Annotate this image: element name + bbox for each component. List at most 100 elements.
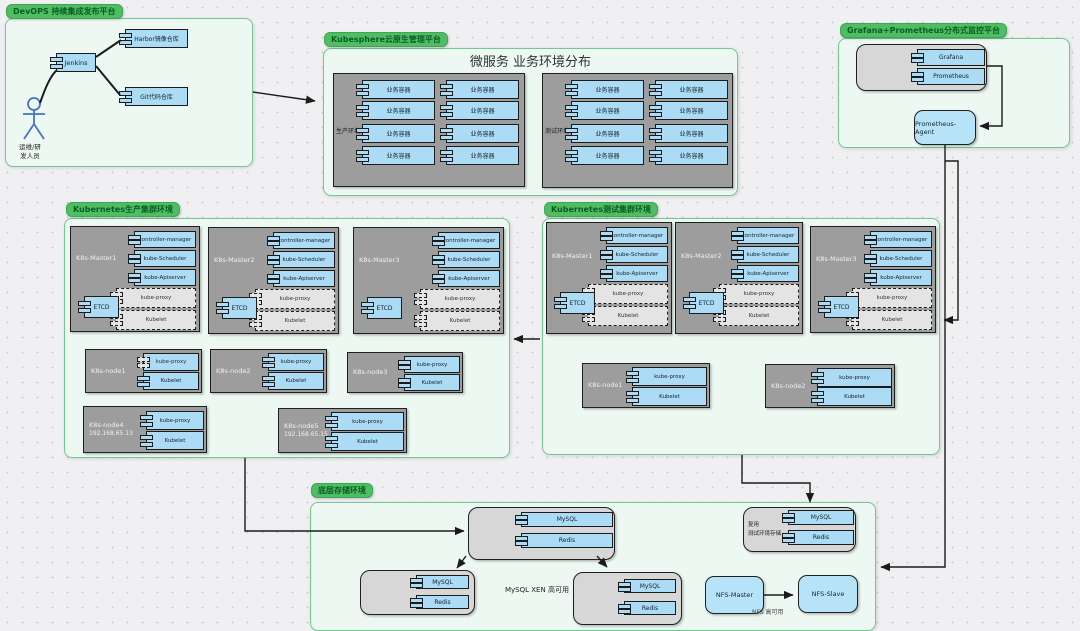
- grafana-prometheus-group[interactable]: Grafana Prometheus: [856, 44, 987, 91]
- edge-agent-testcluster[interactable]: [943, 160, 959, 325]
- kubelet-component[interactable]: Kubelet: [846, 310, 932, 330]
- kube-proxy-component[interactable]: kube-proxy: [626, 367, 707, 386]
- controller-manager-component[interactable]: controller-manager: [432, 232, 500, 249]
- kube-scheduler-component[interactable]: kube-Scheduler: [600, 246, 668, 263]
- kubelet-component[interactable]: Kubelet: [137, 372, 199, 390]
- business-container-component[interactable]: 业务容器: [565, 101, 644, 120]
- kube-apiserver-component[interactable]: kube-Apiserver: [432, 270, 500, 287]
- reuse-test-storage-group[interactable]: 复用 测试环境存储 MySQL Redis: [743, 507, 856, 552]
- kube-proxy-component[interactable]: kube-proxy: [811, 368, 892, 387]
- business-container-component[interactable]: 业务容器: [356, 80, 435, 99]
- k8s-node-box[interactable]: K8s-node2 kube-proxy Kubelet: [765, 364, 895, 408]
- k8s-node-box[interactable]: K8s-node2 kube-proxy Kubelet: [210, 349, 327, 393]
- redis-component[interactable]: Redis: [782, 530, 854, 545]
- business-container-component[interactable]: 业务容器: [565, 80, 644, 99]
- harbor-registry-component[interactable]: Harbor镜像仓库: [119, 29, 188, 48]
- kubelet-component[interactable]: Kubelet: [110, 310, 196, 330]
- mysql-component[interactable]: MySQL: [782, 510, 854, 525]
- prometheus-agent-box[interactable]: Prometheus-Agent: [914, 110, 976, 145]
- kube-proxy-component[interactable]: kube-proxy: [262, 353, 324, 371]
- etcd-component[interactable]: ETCD: [78, 296, 119, 318]
- business-container-component[interactable]: 业务容器: [565, 146, 644, 165]
- etcd-component[interactable]: ETCD: [683, 292, 724, 314]
- business-container-component[interactable]: 业务容器: [440, 101, 519, 120]
- business-container-component[interactable]: 业务容器: [649, 124, 728, 143]
- kubelet-component[interactable]: Kubelet: [414, 311, 500, 331]
- kube-proxy-component[interactable]: kube-proxy: [325, 412, 404, 431]
- kube-apiserver-component[interactable]: kube-Apiserver: [267, 270, 335, 287]
- k8s-node-box[interactable]: K8s-node1 kube-proxy Kubelet: [582, 363, 710, 408]
- kube-apiserver-component[interactable]: kube-Apiserver: [731, 265, 799, 282]
- kube-proxy-component[interactable]: kube-proxy: [137, 353, 199, 371]
- k8s-master-box[interactable]: K8s-Master3 controller-manager kube-Sche…: [810, 226, 936, 333]
- mysql-component[interactable]: MySQL: [410, 575, 469, 589]
- k8s-master-box[interactable]: K8s-Master2 controller-manager kube-Sche…: [675, 222, 803, 334]
- edge-testcluster-reuse-storage[interactable]: [741, 455, 815, 503]
- redis-component[interactable]: Redis: [410, 595, 469, 609]
- k8s-master-box[interactable]: K8s-Master1 controller-manager kube-Sche…: [546, 222, 672, 334]
- mysql-redis-replica-group[interactable]: MySQL Redis: [573, 572, 682, 625]
- controller-manager-component[interactable]: controller-manager: [128, 231, 196, 248]
- kube-proxy-component[interactable]: kube-proxy: [110, 288, 196, 308]
- kube-scheduler-component[interactable]: kube-Scheduler: [128, 250, 196, 267]
- mysql-component[interactable]: MySQL: [618, 579, 676, 593]
- kube-apiserver-component[interactable]: kube-Apiserver: [600, 265, 668, 282]
- kubelet-component[interactable]: Kubelet: [398, 374, 460, 391]
- etcd-component[interactable]: ETCD: [361, 297, 402, 319]
- kube-apiserver-component[interactable]: kube-Apiserver: [128, 269, 196, 286]
- business-container-component[interactable]: 业务容器: [649, 146, 728, 165]
- controller-manager-component[interactable]: controller-manager: [267, 232, 335, 249]
- business-container-component[interactable]: 业务容器: [356, 124, 435, 143]
- kubelet-component[interactable]: Kubelet: [262, 372, 324, 390]
- redis-component[interactable]: Redis: [515, 533, 613, 548]
- controller-manager-component[interactable]: controller-manager: [864, 231, 932, 248]
- k8s-master-box[interactable]: K8s-Master3 controller-manager kube-Sche…: [353, 227, 504, 334]
- kube-scheduler-component[interactable]: kube-Scheduler: [267, 251, 335, 268]
- kubelet-component[interactable]: Kubelet: [325, 432, 404, 451]
- business-container-component[interactable]: 业务容器: [356, 146, 435, 165]
- person-actor-icon[interactable]: [20, 97, 48, 143]
- k8s-node-box[interactable]: K8s-node4 192.168.65.13 kube-proxy Kubel…: [83, 406, 207, 453]
- kube-proxy-component[interactable]: kube-proxy: [846, 288, 932, 308]
- etcd-component[interactable]: ETCD: [818, 296, 859, 318]
- kubelet-component[interactable]: Kubelet: [626, 387, 707, 406]
- controller-manager-component[interactable]: controller-manager: [731, 227, 799, 244]
- kube-proxy-component[interactable]: kube-proxy: [140, 411, 204, 430]
- k8s-master-box[interactable]: K8s-Master2 controller-manager kube-Sche…: [208, 227, 339, 334]
- prometheus-component[interactable]: Prometheus: [911, 68, 985, 85]
- test-env-box[interactable]: 测试环境 业务容器 业务容器 业务容器 业务容器 业务容器 业务容器 业务容器 …: [542, 73, 733, 188]
- prod-env-box[interactable]: 生产环境 业务容器 业务容器 业务容器 业务容器 业务容器 业务容器 业务容器 …: [333, 73, 525, 187]
- etcd-component[interactable]: ETCD: [216, 297, 257, 319]
- grafana-component[interactable]: Grafana: [911, 49, 985, 66]
- redis-component[interactable]: Redis: [618, 601, 676, 615]
- business-container-component[interactable]: 业务容器: [440, 146, 519, 165]
- business-container-component[interactable]: 业务容器: [649, 101, 728, 120]
- nfs-master-box[interactable]: NFS-Master: [705, 576, 764, 614]
- controller-manager-component[interactable]: controller-manager: [600, 227, 668, 244]
- business-container-component[interactable]: 业务容器: [440, 80, 519, 99]
- jenkins-component[interactable]: Jenkins: [50, 53, 96, 72]
- business-container-component[interactable]: 业务容器: [649, 80, 728, 99]
- kube-proxy-component[interactable]: kube-proxy: [398, 356, 460, 373]
- kubelet-component[interactable]: Kubelet: [811, 387, 892, 406]
- business-container-component[interactable]: 业务容器: [356, 101, 435, 120]
- nfs-slave-box[interactable]: NFS-Slave: [798, 575, 858, 613]
- kube-proxy-component[interactable]: kube-proxy: [414, 289, 500, 309]
- kubelet-component[interactable]: Kubelet: [249, 311, 335, 331]
- mysql-component[interactable]: MySQL: [515, 512, 613, 527]
- kubelet-component[interactable]: Kubelet: [140, 431, 204, 450]
- k8s-master-box[interactable]: K8s-Master1 controller-manager kube-Sche…: [70, 226, 200, 332]
- git-repo-component[interactable]: Git代码仓库: [119, 87, 188, 106]
- kube-proxy-component[interactable]: kube-proxy: [582, 284, 668, 304]
- kube-apiserver-component[interactable]: kube-Apiserver: [864, 269, 932, 286]
- k8s-node-box[interactable]: K8s-node5 192.168.65.15 kube-proxy Kubel…: [278, 408, 407, 453]
- business-container-component[interactable]: 业务容器: [565, 124, 644, 143]
- kube-scheduler-component[interactable]: kube-Scheduler: [432, 251, 500, 268]
- mysql-redis-main-group[interactable]: MySQL Redis: [468, 507, 615, 560]
- edge-devops-kubesphere[interactable]: [252, 91, 316, 104]
- k8s-node-box[interactable]: K8s-node3 kube-proxy Kubelet: [347, 352, 463, 393]
- kubelet-component[interactable]: Kubelet: [713, 306, 799, 326]
- kube-proxy-component[interactable]: kube-proxy: [713, 284, 799, 304]
- kube-proxy-component[interactable]: kube-proxy: [249, 289, 335, 309]
- k8s-node-box[interactable]: K8s-node1 kube-proxy Kubelet: [85, 349, 202, 393]
